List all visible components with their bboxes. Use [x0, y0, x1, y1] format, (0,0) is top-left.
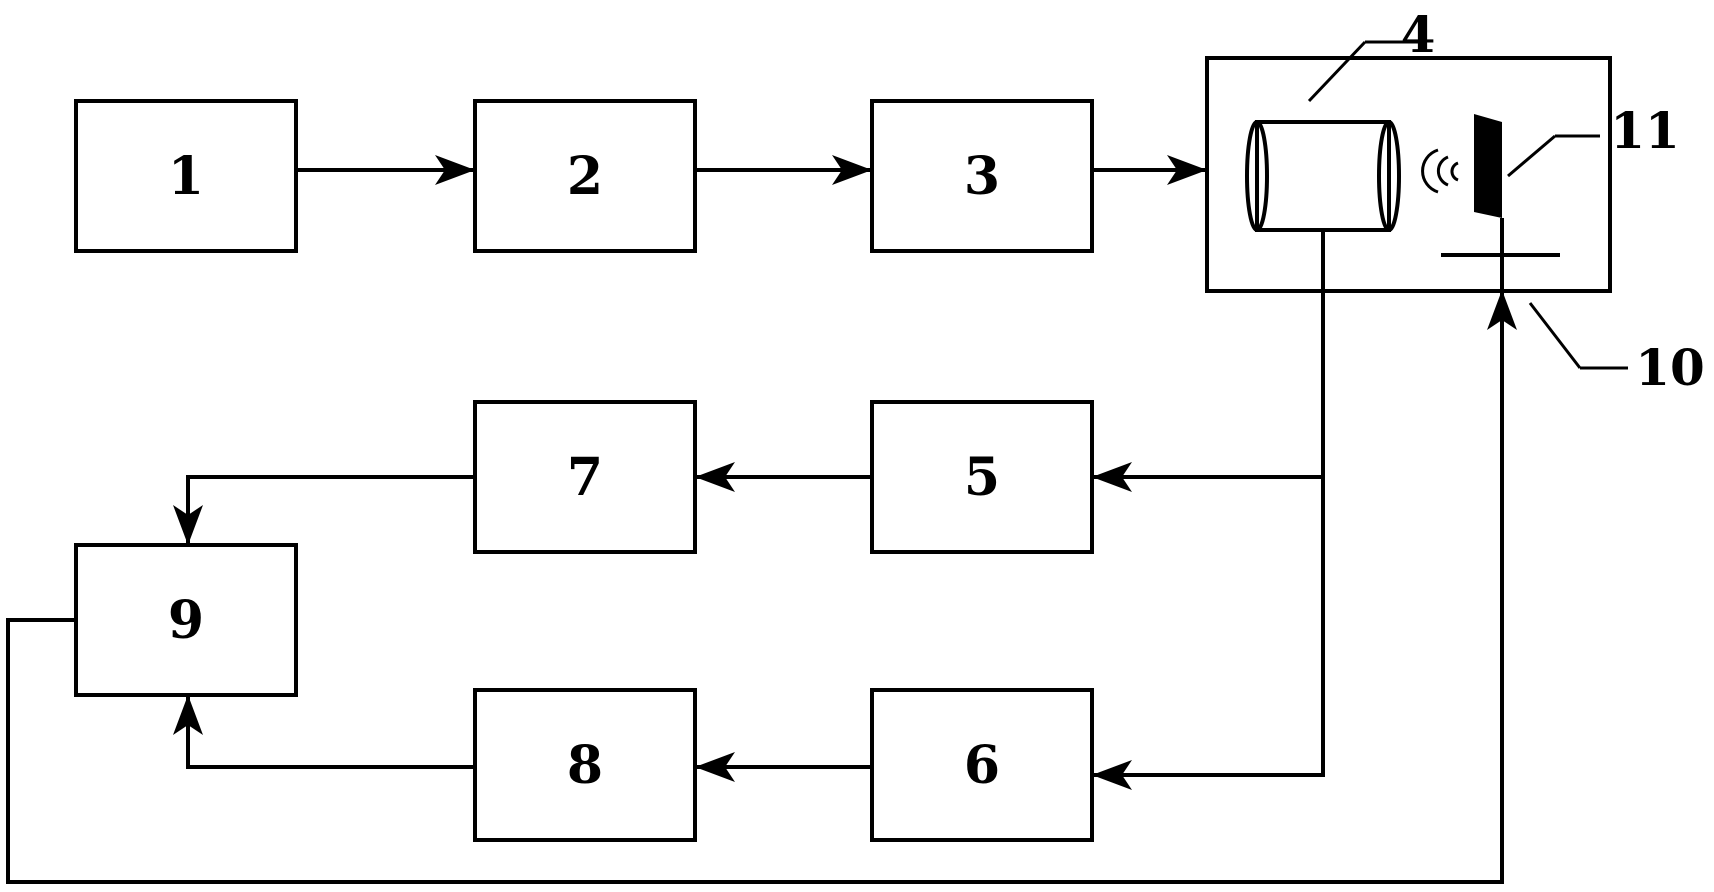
block-2-label: 2	[567, 146, 603, 207]
block-6-label: 6	[964, 735, 1000, 796]
block-5-label: 5	[964, 447, 1000, 508]
block-1: 1	[74, 99, 298, 253]
wire-8-to-9	[186, 735, 475, 769]
enclosure	[1205, 56, 1612, 293]
block-6: 6	[870, 688, 1094, 842]
stage-cross	[1441, 218, 1560, 290]
block-5: 5	[870, 400, 1094, 554]
block-7: 7	[473, 400, 697, 554]
wire-7-to-9	[186, 475, 475, 510]
wire-transducer-down	[1122, 230, 1325, 777]
block-7-label: 7	[567, 447, 603, 508]
block-9: 9	[74, 543, 298, 697]
block-9-label: 9	[168, 590, 204, 651]
callout-10: 10	[1528, 302, 1705, 397]
callout-4-label: 4	[1401, 5, 1436, 64]
block-8: 8	[473, 688, 697, 842]
block-3-label: 3	[964, 146, 1000, 207]
block-2: 2	[473, 99, 697, 253]
block-3: 3	[870, 99, 1094, 253]
callout-10-label: 10	[1635, 338, 1705, 397]
block-8-label: 8	[567, 735, 603, 796]
block-1-label: 1	[168, 146, 204, 207]
callout-11: 11	[1507, 101, 1680, 178]
callout-11-label: 11	[1610, 101, 1680, 160]
transducer-cylinder	[1245, 120, 1401, 232]
callout-4: 4	[1307, 5, 1436, 103]
target-plate	[1474, 114, 1502, 218]
wave-icon	[1421, 148, 1459, 194]
wire-9-feedback	[6, 340, 1504, 884]
